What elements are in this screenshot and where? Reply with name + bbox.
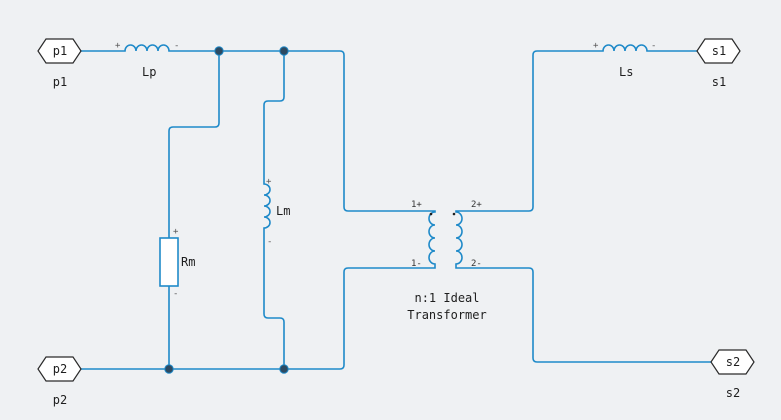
pin-2-plus: 2+ bbox=[471, 200, 482, 210]
pin-2-minus: 2- bbox=[471, 259, 482, 269]
wire-lm-bottom bbox=[263, 240, 285, 369]
port-p2[interactable]: p2 p2 bbox=[37, 356, 82, 407]
wire-lm-branch bbox=[263, 51, 285, 182]
transformer-caption-line2: Transformer bbox=[407, 308, 486, 322]
inductor-lp[interactable]: + - Lp bbox=[115, 41, 179, 79]
port-s2[interactable]: s2 s2 bbox=[710, 349, 755, 400]
port-p2-label: p2 bbox=[53, 393, 67, 407]
ls-label: Ls bbox=[619, 65, 633, 79]
rm-label: Rm bbox=[181, 255, 195, 269]
port-s1-tag: s1 bbox=[712, 44, 726, 58]
lp-plus-sign: + bbox=[115, 41, 121, 51]
port-s1[interactable]: s1 s1 bbox=[696, 38, 741, 89]
rm-plus-sign: + bbox=[173, 227, 179, 237]
rm-minus-sign: - bbox=[173, 289, 178, 299]
port-s2-label: s2 bbox=[726, 386, 740, 400]
lm-minus-sign: - bbox=[267, 237, 272, 247]
transformer-caption-line1: n:1 Ideal bbox=[414, 291, 479, 305]
port-p1-label: p1 bbox=[53, 75, 67, 89]
ls-minus-sign: - bbox=[651, 41, 656, 51]
polarity-dot-primary bbox=[429, 212, 433, 216]
inductor-lm[interactable]: + - Lm bbox=[263, 177, 290, 247]
resistor-rm[interactable]: + - Rm bbox=[159, 227, 195, 299]
ls-plus-sign: + bbox=[593, 41, 599, 51]
port-p1[interactable]: p1 p1 bbox=[37, 38, 82, 89]
inductor-ls[interactable]: + - Ls bbox=[593, 41, 656, 79]
pin-1-minus: 1- bbox=[411, 259, 422, 269]
port-p2-tag: p2 bbox=[53, 362, 67, 376]
lp-minus-sign: - bbox=[174, 41, 179, 51]
wire-to-1minus bbox=[339, 267, 427, 370]
wire-rm-branch bbox=[168, 51, 220, 238]
port-p1-tag: p1 bbox=[53, 44, 67, 58]
wire-2minus-s2 bbox=[462, 267, 711, 363]
polarity-dot-secondary bbox=[452, 212, 456, 216]
lm-label: Lm bbox=[276, 204, 290, 218]
transformer-primary-coil bbox=[427, 210, 436, 269]
junction-node-top-lm bbox=[279, 46, 289, 56]
pin-1-plus: 1+ bbox=[411, 200, 422, 210]
ideal-transformer[interactable]: 1+ 1- 2+ 2- n:1 Ideal Transformer bbox=[407, 200, 486, 322]
port-s2-tag: s2 bbox=[726, 355, 740, 369]
junction-node-bottom-rm bbox=[164, 364, 174, 374]
lm-plus-sign: + bbox=[266, 177, 272, 187]
transformer-secondary-coil bbox=[455, 210, 463, 269]
rm-body bbox=[159, 237, 179, 287]
junction-node-bottom-lm bbox=[279, 364, 289, 374]
lp-label: Lp bbox=[142, 65, 156, 79]
junction-node-top-rm bbox=[214, 46, 224, 56]
port-s1-label: s1 bbox=[712, 75, 726, 89]
wire-to-1plus bbox=[339, 50, 427, 212]
wire-2plus-ls bbox=[462, 50, 601, 212]
